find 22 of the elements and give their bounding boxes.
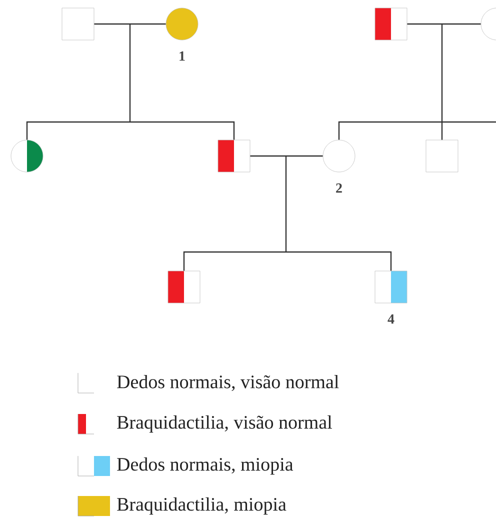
legend-text: Dedos normais, visão normal	[117, 374, 339, 392]
legend-text: Braquidactilia, visão normal	[117, 415, 332, 433]
circle-symbol	[166, 8, 198, 40]
square-symbol	[62, 8, 94, 40]
circle-symbol	[10, 140, 44, 172]
individual-number: 2	[336, 183, 342, 193]
circle-symbol	[322, 140, 356, 172]
pedigree-line	[94, 23, 166, 25]
square-symbol	[218, 140, 250, 172]
square-symbol	[168, 270, 200, 304]
square-symbol	[426, 140, 458, 172]
legend-text: Dedos normais, miopia	[117, 457, 294, 475]
pedigree-line	[250, 155, 323, 157]
descent-line	[338, 24, 443, 140]
square-symbol	[374, 8, 408, 40]
individual-number: 4	[388, 314, 394, 324]
pedigree-line	[407, 23, 481, 25]
individual-number: 1	[180, 51, 185, 61]
descent-line	[183, 156, 392, 271]
descent-line	[26, 24, 235, 140]
legend-text: Braquidactilia, miopia	[117, 497, 286, 515]
square-symbol	[374, 270, 408, 304]
